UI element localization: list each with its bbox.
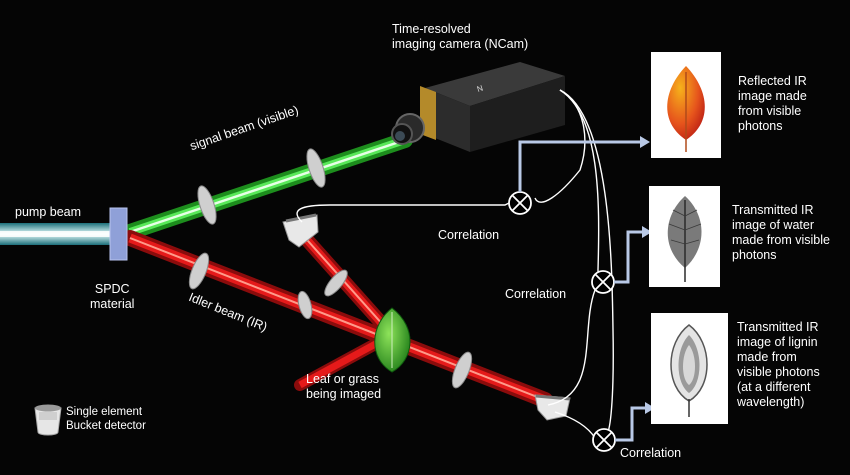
bucket-label-line: Bucket detector: [66, 420, 146, 432]
result-label-water: Transmitted IR image of water made from …: [732, 203, 830, 263]
result-label-line: (at a different: [737, 380, 811, 394]
bucket-icon: [34, 404, 62, 436]
spdc-label-line: SPDC: [94, 282, 130, 296]
bucket-detector-label: Single element Bucket detector: [66, 405, 146, 433]
leaf-image: [667, 66, 705, 152]
result-label-line: image of lignin: [737, 335, 818, 349]
result-label-line: photons: [732, 248, 777, 262]
bucket-label-line: Single element: [66, 406, 143, 418]
camera: N: [391, 62, 565, 152]
result-label-line: photons: [738, 119, 783, 133]
correlation-label-1: Correlation: [438, 228, 500, 242]
camera-label: Time-resolved imaging camera (NCam): [392, 22, 528, 52]
signal-beam: [122, 132, 413, 240]
camera-label-line: Time-resolved: [392, 22, 471, 36]
result-label-line: image made: [738, 89, 807, 103]
result-label-line: Reflected IR: [738, 74, 807, 88]
result-label-reflected: Reflected IR image made from visible pho…: [738, 74, 807, 134]
result-label-line: made from visible: [732, 233, 830, 247]
correlation-label-2: Correlation: [505, 287, 567, 301]
leaf-label-line: Leaf or grass: [306, 372, 379, 386]
bucket-detector: [282, 213, 319, 248]
lens: [188, 148, 473, 389]
arrowhead: [640, 136, 655, 414]
result-label-line: Transmitted IR: [737, 320, 819, 334]
leaf-label-line: being imaged: [306, 387, 382, 401]
result-label-line: made from: [737, 350, 797, 364]
leaf-sample: [374, 307, 411, 373]
result-image-water: [649, 186, 720, 287]
pump-beam-label: pump beam: [15, 205, 82, 219]
spdc-label: SPDC material: [90, 282, 134, 312]
correlation-label-3: Correlation: [620, 446, 682, 460]
result-image-lignin: [651, 313, 728, 424]
correlator: [592, 428, 616, 452]
correlator: [508, 191, 532, 215]
camera-label-line: imaging camera (NCam): [392, 37, 529, 51]
result-label-line: Transmitted IR: [732, 203, 814, 217]
result-image-reflected: [651, 52, 721, 158]
leaf-label: Leaf or grass being imaged: [306, 372, 381, 402]
result-label-line: from visible: [738, 104, 802, 118]
result-label-line: wavelength): [737, 395, 805, 409]
result-label-line: image of water: [732, 218, 814, 232]
spdc-label-line: material: [90, 297, 135, 311]
output-connector: [518, 140, 645, 442]
leaf-image: [670, 324, 708, 417]
leaf-image: [667, 196, 702, 282]
svg-text:N: N: [476, 83, 484, 93]
result-label-lignin: Transmitted IR image of lignin made from…: [737, 320, 820, 410]
correlator: [591, 270, 615, 294]
result-label-line: visible photons: [737, 365, 820, 379]
spdc-crystal: [109, 207, 128, 261]
